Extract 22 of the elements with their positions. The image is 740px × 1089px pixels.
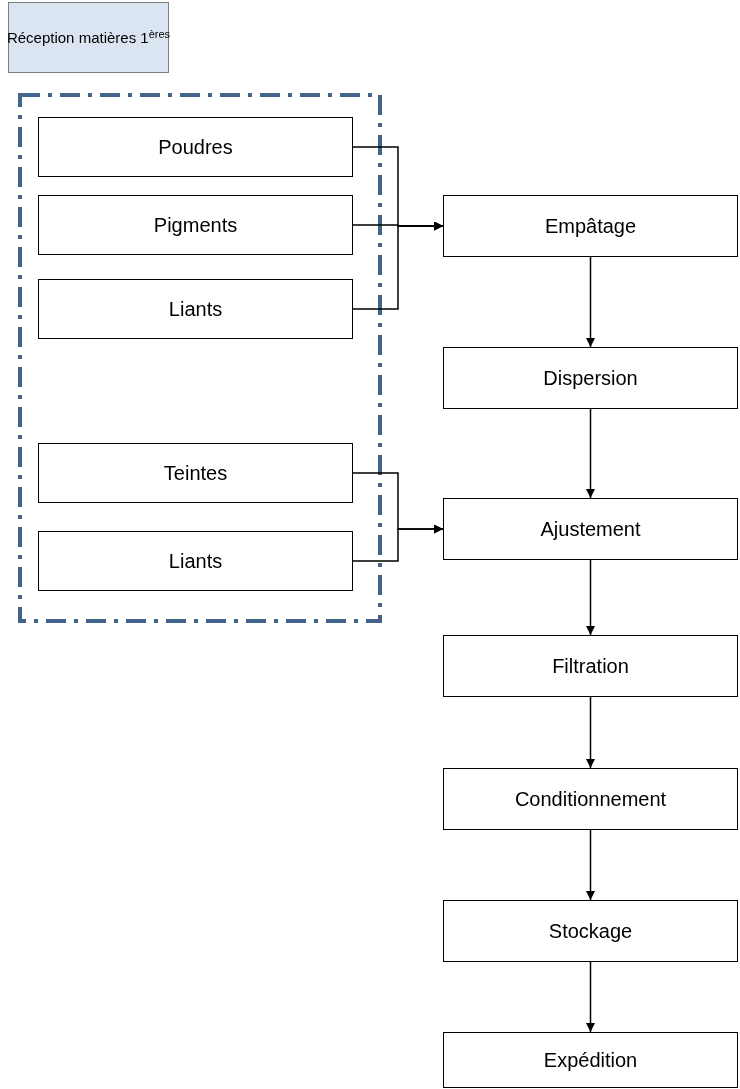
process-step-label: Expédition xyxy=(542,1048,639,1072)
arrow xyxy=(586,829,595,901)
process-step-label: Filtration xyxy=(551,654,630,678)
process-step-label: Poudres xyxy=(157,135,234,159)
process-step-label: Pigments xyxy=(152,213,239,237)
process-step-label: Conditionnement xyxy=(513,787,668,811)
process-step-label: Ajustement xyxy=(539,517,642,541)
dash-dot-group-frame xyxy=(18,93,382,623)
arrow xyxy=(586,256,595,348)
heading-label: Réception matières 1$^{ères}$ xyxy=(5,29,172,46)
arrow xyxy=(586,559,595,636)
process-step-label: Dispersion xyxy=(542,366,639,390)
arrow xyxy=(352,524,444,562)
arrow xyxy=(586,408,595,499)
process-step-label: Liants xyxy=(167,297,224,321)
arrow xyxy=(586,961,595,1033)
process-step-label: Empâtage xyxy=(543,214,638,238)
arrow xyxy=(352,221,444,310)
process-step-label: Liants xyxy=(167,549,224,573)
arrow xyxy=(586,696,595,769)
process-step-label: Teintes xyxy=(162,461,229,485)
process-step-label: Stockage xyxy=(547,919,634,943)
